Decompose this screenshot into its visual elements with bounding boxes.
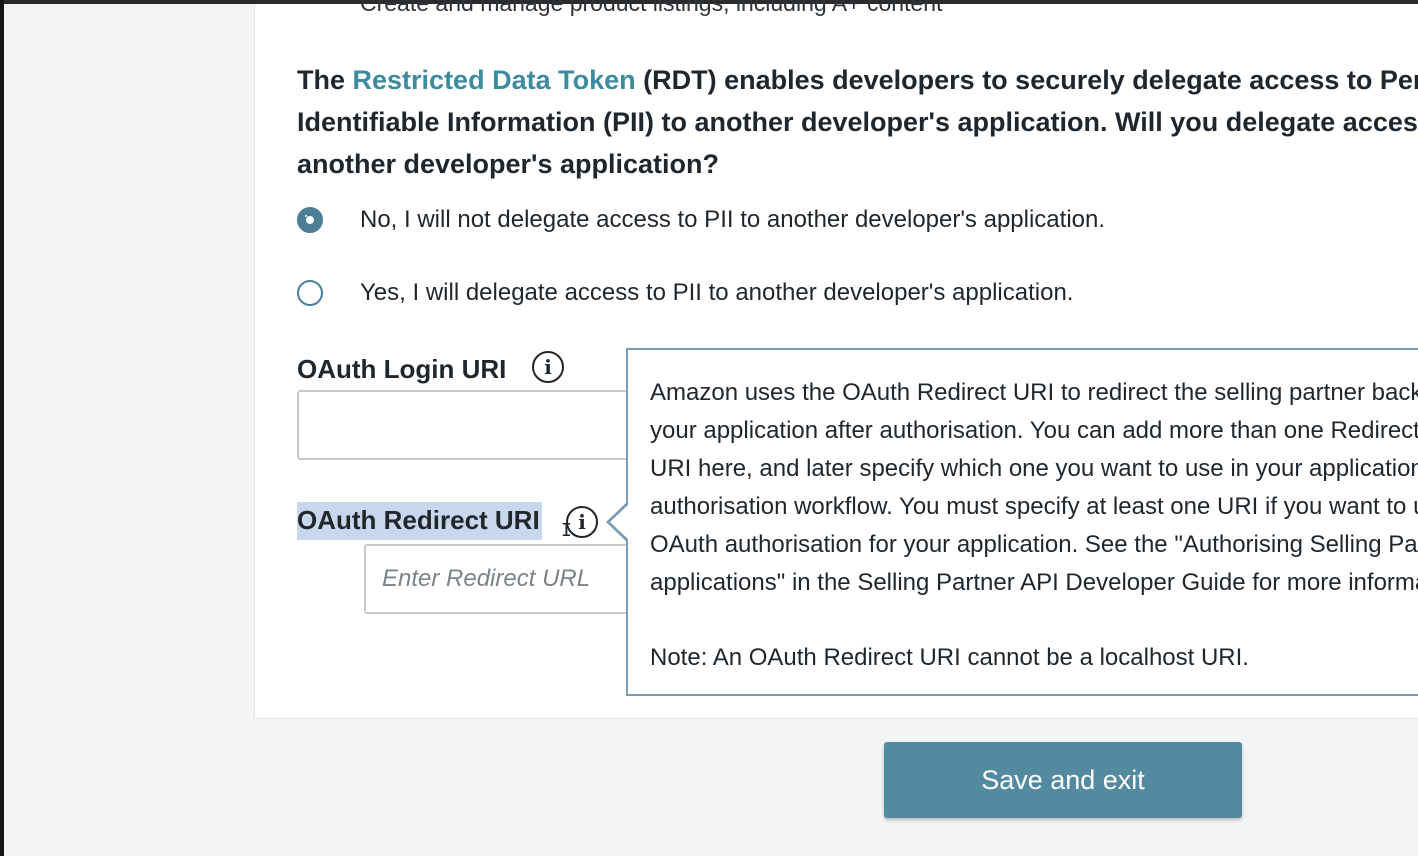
- radio-option-no-label[interactable]: No, I will not delegate access to PII to…: [360, 206, 1106, 233]
- restricted-data-token-link[interactable]: Restricted Data Token: [352, 65, 636, 95]
- oauth-login-uri-label: OAuth Login URI: [297, 354, 507, 384]
- save-and-exit-button[interactable]: Save and exit: [884, 742, 1242, 818]
- rdt-question: The Restricted Data Token (RDT) enables …: [297, 59, 1418, 185]
- previous-option-text: Create and manage product listings, incl…: [360, 0, 943, 16]
- radio-button-yes[interactable]: [297, 280, 323, 306]
- radio-button-no[interactable]: [297, 207, 323, 233]
- window-top-edge: [0, 0, 1418, 4]
- window-left-edge: [0, 0, 4, 856]
- info-icon[interactable]: i: [566, 506, 598, 538]
- rdt-question-suffix: (RDT) enables developers to securely del…: [643, 65, 1418, 95]
- tooltip-line: applications" in the Selling Partner API…: [650, 569, 1418, 596]
- rdt-question-line-3: another developer's application?: [297, 149, 720, 179]
- oauth-redirect-uri-input[interactable]: [364, 544, 664, 614]
- radio-option-yes-label[interactable]: Yes, I will delegate access to PII to an…: [360, 279, 1074, 306]
- tooltip-line: Amazon uses the OAuth Redirect URI to re…: [650, 379, 1418, 406]
- rdt-question-line-2: Identifiable Information (PII) to anothe…: [297, 107, 1418, 137]
- oauth-redirect-tooltip: Amazon uses the OAuth Redirect URI to re…: [626, 348, 1418, 696]
- rdt-question-prefix: The: [297, 65, 353, 95]
- oauth-redirect-uri-label: OAuth Redirect URI: [297, 502, 542, 540]
- rdt-question-line-1: The Restricted Data Token (RDT) enables …: [297, 59, 1418, 101]
- radio-option-no[interactable]: No, I will not delegate access to PII to…: [297, 206, 1105, 234]
- tooltip-note: Note: An OAuth Redirect URI cannot be a …: [650, 644, 1249, 671]
- tooltip-arrow-fill: [610, 504, 629, 540]
- tooltip-line: authorisation workflow. You must specify…: [650, 493, 1418, 520]
- tooltip-line: OAuth authorisation for your application…: [650, 531, 1418, 558]
- info-icon[interactable]: i: [532, 351, 564, 383]
- oauth-login-uri-input[interactable]: [297, 390, 657, 460]
- radio-option-yes[interactable]: Yes, I will delegate access to PII to an…: [297, 279, 1073, 307]
- tooltip-line: your application after authorisation. Yo…: [650, 417, 1418, 444]
- text-cursor-icon: I: [561, 520, 572, 541]
- tooltip-line: URI here, and later specify which one yo…: [650, 455, 1418, 482]
